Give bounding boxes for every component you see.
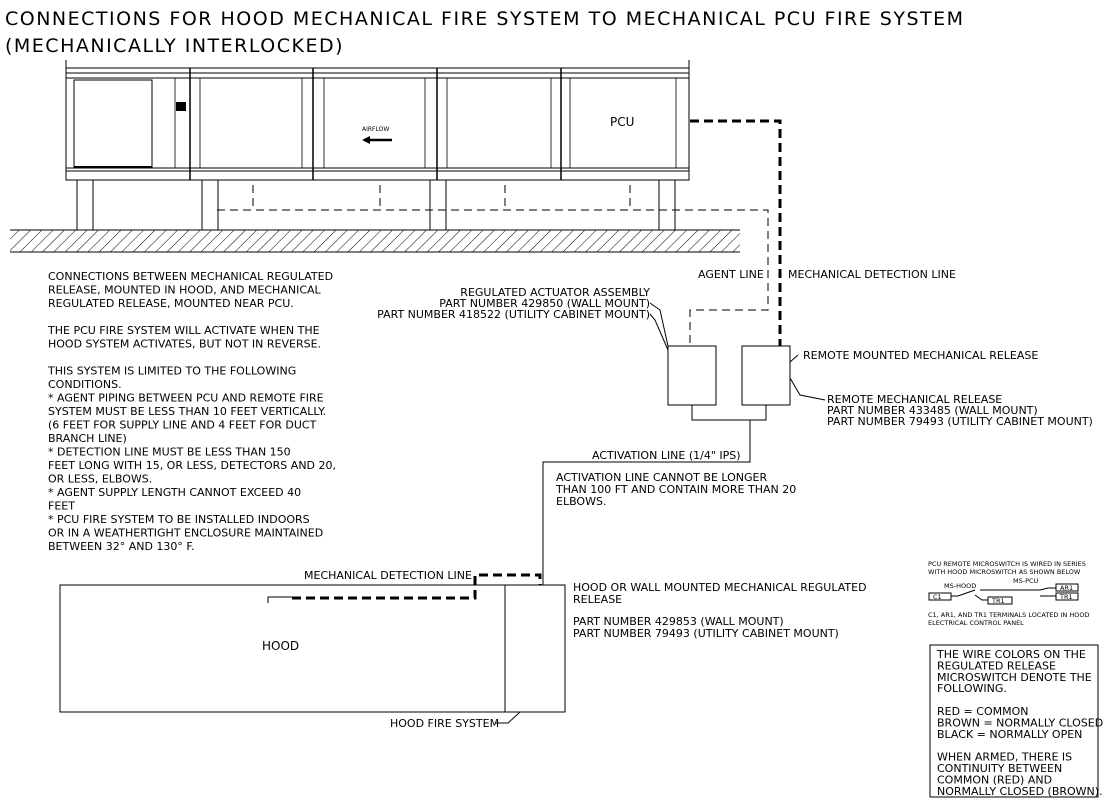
title-line-1: CONNECTIONS FOR HOOD MECHANICAL FIRE SYS… bbox=[5, 8, 965, 30]
c1-terminal: C1 bbox=[933, 593, 942, 601]
ar1-terminal: AR1 bbox=[1060, 584, 1073, 592]
notes-line: HOOD SYSTEM ACTIVATES, BUT NOT IN REVERS… bbox=[48, 338, 321, 351]
pcu-label: PCU bbox=[610, 115, 634, 129]
notes-line: * DETECTION LINE MUST BE LESS THAN 150 bbox=[48, 446, 291, 459]
airflow-arrow-icon bbox=[362, 136, 392, 144]
regulated-actuator-box bbox=[667, 345, 717, 406]
actuator-label-3: PART NUMBER 418522 (UTILITY CABINET MOUN… bbox=[377, 308, 650, 321]
control-panel-icon bbox=[176, 102, 186, 111]
hood-fire-system-label: HOOD FIRE SYSTEM bbox=[390, 717, 499, 730]
notes-line: FEET LONG WITH 15, OR LESS, DETECTORS AN… bbox=[48, 459, 336, 472]
mechanical-detection-line-label: MECHANICAL DETECTION LINE bbox=[788, 268, 956, 281]
wirecolors-line: FOLLOWING. bbox=[937, 682, 1007, 695]
notes-line: CONNECTIONS BETWEEN MECHANICAL REGULATED bbox=[48, 270, 333, 283]
wirecolors-line: CONTINUITY BETWEEN bbox=[937, 762, 1062, 775]
airflow-label: AIRFLOW bbox=[362, 126, 389, 133]
notes-line: * AGENT PIPING BETWEEN PCU AND REMOTE FI… bbox=[48, 392, 324, 405]
notes-line: * AGENT SUPPLY LENGTH CANNOT EXCEED 40 bbox=[48, 486, 301, 499]
notes-line: THE PCU FIRE SYSTEM WILL ACTIVATE WHEN T… bbox=[47, 324, 320, 337]
remote-release-box bbox=[741, 345, 791, 406]
wirecolors-line: WHEN ARMED, THERE IS bbox=[937, 751, 1072, 764]
wiring-footer-1: C1, AR1, AND TR1 TERMINALS LOCATED IN HO… bbox=[928, 611, 1089, 619]
wiring-footer-2: ELECTRICAL CONTROL PANEL bbox=[928, 619, 1024, 627]
activation-note-2: THAN 100 FT AND CONTAIN MORE THAN 20 bbox=[555, 483, 796, 496]
title-line-2: (MECHANICALLY INTERLOCKED) bbox=[5, 35, 344, 57]
actuator-label-2: PART NUMBER 429850 (WALL MOUNT) bbox=[439, 297, 650, 310]
notes-line: OR LESS, ELBOWS. bbox=[48, 473, 152, 486]
wirecolors-line: BLACK = NORMALLY OPEN bbox=[937, 728, 1082, 741]
notes-line: BETWEEN 32° AND 130° F. bbox=[48, 540, 194, 553]
hood-detection-line-path bbox=[292, 573, 542, 600]
hood-fire-system-leader bbox=[495, 711, 521, 724]
remote-mounted-leader bbox=[789, 354, 799, 363]
hood-label: HOOD bbox=[262, 639, 299, 653]
wirecolors-line: NORMALLY CLOSED (BROWN). bbox=[937, 785, 1103, 798]
wiring-header-1: PCU REMOTE MICROSWITCH IS WIRED IN SERIE… bbox=[928, 560, 1086, 568]
remote-release-leader bbox=[789, 377, 826, 401]
wirecolors-line: MICROSWITCH DENOTE THE bbox=[937, 671, 1092, 684]
actuator-leader bbox=[649, 302, 669, 351]
activation-line-label: ACTIVATION LINE (1/4" IPS) bbox=[592, 449, 741, 462]
activation-line-path bbox=[542, 405, 767, 585]
wirecolors-line: THE WIRE COLORS ON THE bbox=[936, 648, 1086, 661]
tr1-terminal-a: TR1 bbox=[991, 597, 1005, 605]
notes-line: BRANCH LINE) bbox=[48, 432, 127, 445]
wirecolors-line: RED = COMMON bbox=[937, 705, 1028, 718]
hood-release-label-4: PART NUMBER 79493 (UTILITY CABINET MOUNT… bbox=[573, 627, 839, 640]
detector bbox=[267, 596, 292, 603]
tr1-terminal-b: TR1 bbox=[1059, 593, 1073, 601]
notes-line: * PCU FIRE SYSTEM TO BE INSTALLED INDOOR… bbox=[48, 513, 310, 526]
hood-release-label-2: RELEASE bbox=[573, 593, 622, 606]
ground-hatch bbox=[10, 229, 740, 253]
remote-release-label-1: REMOTE MECHANICAL RELEASE bbox=[827, 393, 1002, 406]
notes-line: RELEASE, MOUNTED IN HOOD, AND MECHANICAL bbox=[48, 284, 322, 297]
hood-release-label-3: PART NUMBER 429853 (WALL MOUNT) bbox=[573, 615, 784, 628]
agent-line-label: AGENT LINE bbox=[698, 268, 764, 281]
mechanical-detection-line-path bbox=[690, 119, 782, 346]
activation-note-3: ELBOWS. bbox=[556, 495, 606, 508]
notes-line: FEET bbox=[48, 500, 75, 513]
notes-line: SYSTEM MUST BE LESS THAN 10 FEET VERTICA… bbox=[48, 405, 326, 418]
notes-line: CONDITIONS. bbox=[48, 378, 122, 391]
wire-colors-box bbox=[929, 644, 1099, 798]
hood-detection-line-label: MECHANICAL DETECTION LINE bbox=[304, 569, 472, 582]
notes-line: OR IN A WEATHERTIGHT ENCLOSURE MAINTAINE… bbox=[48, 527, 323, 540]
notes-line: THIS SYSTEM IS LIMITED TO THE FOLLOWING bbox=[47, 365, 296, 378]
agent-line-path bbox=[217, 209, 769, 346]
wirecolors-line: COMMON (RED) AND bbox=[937, 773, 1052, 786]
ms-pcu-label: MS-PCU bbox=[1013, 577, 1039, 585]
wiring-header-2: WITH HOOD MICROSWITCH AS SHOWN BELOW bbox=[928, 568, 1081, 576]
agent-branches bbox=[252, 185, 631, 210]
activation-note-1: ACTIVATION LINE CANNOT BE LONGER bbox=[556, 471, 767, 484]
ms-hood-label: MS-HOOD bbox=[944, 582, 976, 590]
remote-mounted-label: REMOTE MOUNTED MECHANICAL RELEASE bbox=[803, 349, 1038, 362]
wirecolors-line: BROWN = NORMALLY CLOSED bbox=[937, 716, 1103, 729]
wiring-diagram: PCU REMOTE MICROSWITCH IS WIRED IN SERIE… bbox=[928, 560, 1089, 627]
actuator-label-1: REGULATED ACTUATOR ASSEMBLY bbox=[460, 286, 650, 299]
remote-release-label-3: PART NUMBER 79493 (UTILITY CABINET MOUNT… bbox=[827, 415, 1093, 428]
hood-body bbox=[59, 584, 566, 713]
pcu-unit: PCU AIRFLOW bbox=[65, 60, 690, 231]
notes-block: CONNECTIONS BETWEEN MECHANICAL REGULATED… bbox=[47, 270, 336, 553]
wirecolors-line: REGULATED RELEASE bbox=[937, 659, 1056, 672]
notes-line: REGULATED RELEASE, MOUNTED NEAR PCU. bbox=[48, 297, 294, 310]
hood-release-label-1: HOOD OR WALL MOUNTED MECHANICAL REGULATE… bbox=[573, 581, 867, 594]
remote-release-label-2: PART NUMBER 433485 (WALL MOUNT) bbox=[827, 404, 1038, 417]
notes-line: (6 FEET FOR SUPPLY LINE AND 4 FEET FOR D… bbox=[48, 419, 317, 432]
